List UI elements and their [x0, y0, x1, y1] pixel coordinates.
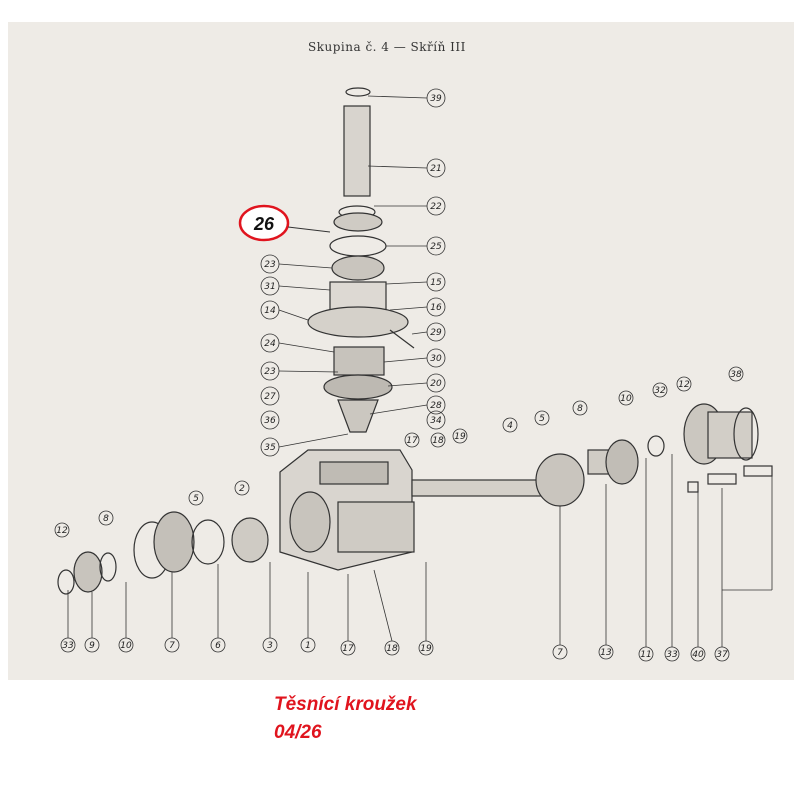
callout-number: 16 — [430, 303, 442, 313]
gearbox-housing — [279, 449, 415, 571]
callout-number: 8 — [103, 514, 109, 524]
callout-number: 3 — [267, 641, 273, 651]
callout-number: 21 — [430, 164, 441, 174]
callout-number: 11 — [640, 650, 651, 660]
callout-number: 24 — [264, 339, 276, 349]
callout-number: 10 — [120, 641, 132, 651]
callout-number: 40 — [692, 650, 704, 660]
callout-number: 35 — [264, 443, 276, 453]
callout-number: 13 — [600, 648, 612, 658]
callout-number: 23 — [264, 260, 276, 270]
callout-number: 33 — [62, 641, 74, 651]
callout-number: 8 — [577, 404, 583, 414]
callout-number: 38 — [730, 370, 742, 380]
part-name-caption: Těsnící kroužek — [274, 694, 417, 715]
callout-number: 29 — [430, 328, 442, 338]
callout-number: 2 — [239, 484, 245, 494]
left-shaft — [57, 511, 269, 595]
callout-number: 25 — [430, 242, 442, 252]
callout-number: 18 — [386, 644, 398, 654]
callout-number: 4 — [507, 421, 513, 431]
callout-number: 39 — [430, 94, 442, 104]
callout-number: 22 — [430, 202, 442, 212]
callout-number: 7 — [169, 641, 175, 651]
callout-number: 7 — [557, 648, 563, 658]
exploded-parts-drawing: 3921222523153116142924302320272836343517… — [54, 87, 773, 662]
callout-number: 5 — [539, 414, 545, 424]
chain — [687, 465, 773, 493]
callout-number: 23 — [264, 367, 276, 377]
callout-number: 27 — [264, 392, 276, 402]
callout-number: 12 — [56, 526, 68, 536]
callout-number: 33 — [666, 650, 678, 660]
callout-number: 9 — [89, 641, 95, 651]
callout-number: 31 — [264, 282, 275, 292]
callout-number: 17 — [406, 436, 418, 446]
diagram-sheet: Skupina č. 4 — Skříň III — [8, 22, 794, 680]
callout-number: 14 — [264, 306, 276, 316]
callout-number: 20 — [430, 379, 442, 389]
part-code-caption: 04/26 — [274, 722, 322, 743]
callout-number: 6 — [215, 641, 221, 651]
diagram-title: Skupina č. 4 — Skříň III — [308, 40, 466, 54]
callout-number: 19 — [420, 644, 432, 654]
callout-number: 32 — [654, 386, 666, 396]
callout-number: 36 — [264, 416, 276, 426]
callout-number: 28 — [430, 401, 442, 411]
callout-number: 30 — [430, 354, 442, 364]
callout-number: 15 — [430, 278, 442, 288]
callout-number: 5 — [193, 494, 199, 504]
highlight-callout: 26 — [238, 204, 331, 242]
callout-number: 19 — [454, 432, 466, 442]
callout-number: 34 — [430, 416, 442, 426]
callout-number: 10 — [620, 394, 632, 404]
callout-number: 17 — [342, 644, 354, 654]
highlight-label: 26 — [253, 214, 275, 234]
vertical-shaft — [307, 87, 415, 433]
callout-number: 18 — [432, 436, 444, 446]
callout-number: 37 — [716, 650, 728, 660]
right-shaft — [411, 403, 759, 507]
callout-number: 12 — [678, 380, 690, 390]
callout-number: 1 — [305, 641, 311, 651]
